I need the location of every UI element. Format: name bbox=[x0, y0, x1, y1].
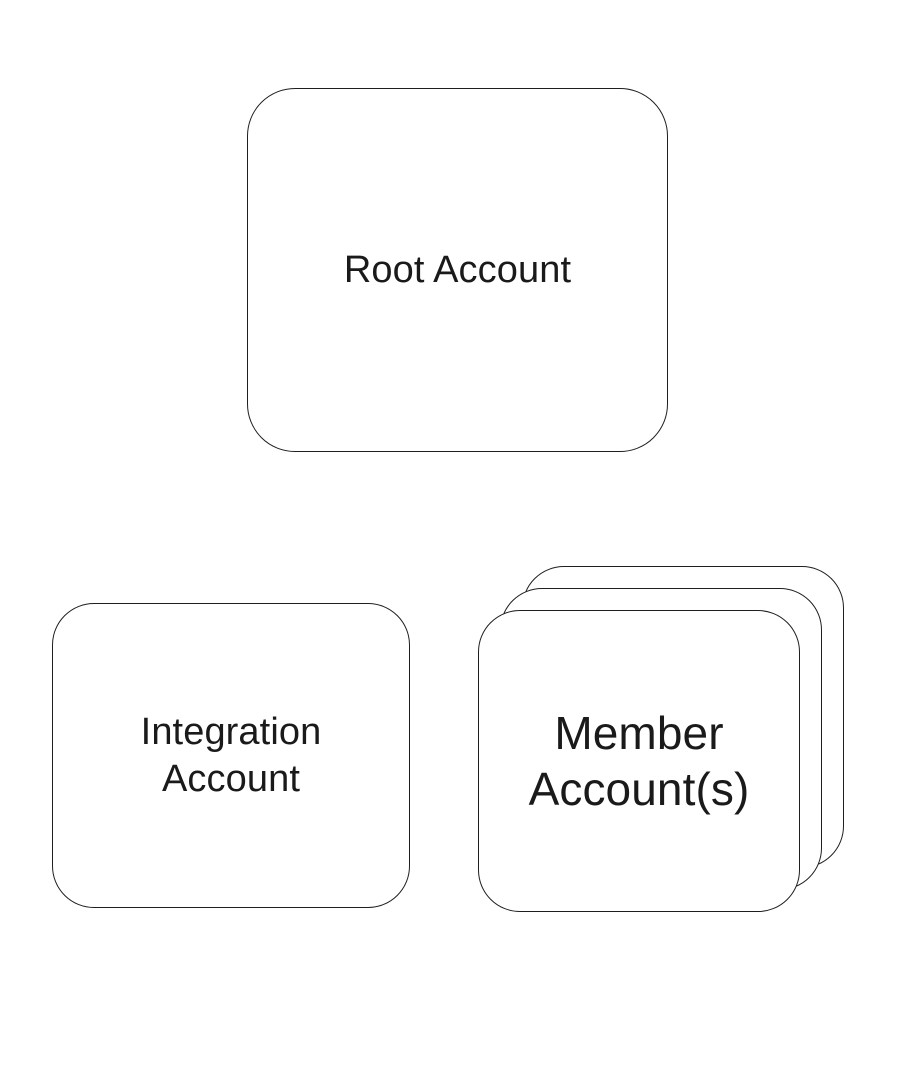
node-integration-account-label: Integration Account bbox=[140, 711, 322, 800]
node-member-account-stack[interactable]: Member Account(s) bbox=[478, 566, 878, 916]
node-integration-account[interactable]: Integration Account bbox=[52, 603, 410, 908]
node-member-account-label: Member Account(s) bbox=[528, 706, 750, 815]
member-account-card-front[interactable]: Member Account(s) bbox=[478, 610, 800, 912]
node-root-account-label: Root Account bbox=[343, 248, 572, 291]
node-root-account[interactable]: Root Account bbox=[247, 88, 668, 452]
